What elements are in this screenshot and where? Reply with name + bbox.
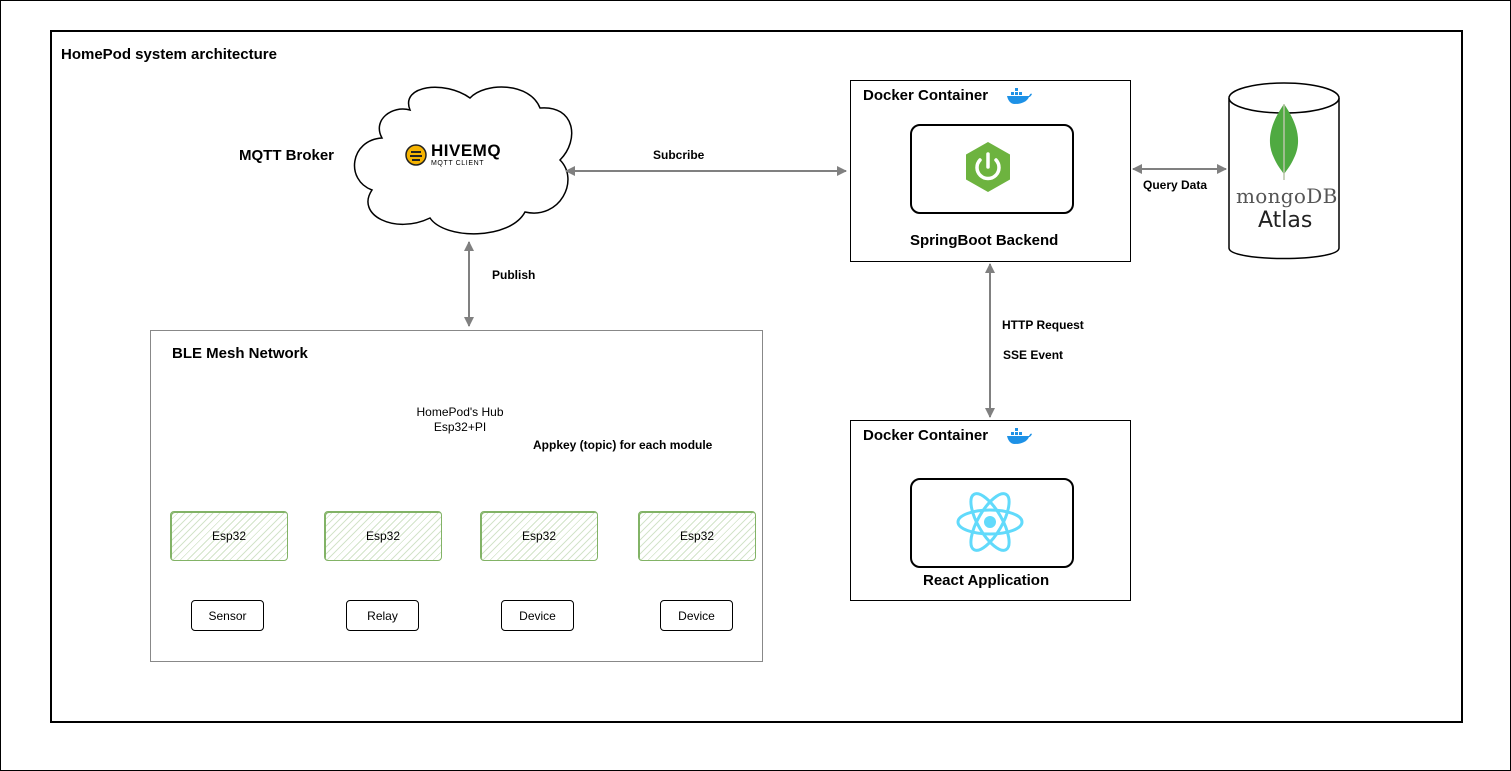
react-app-label: React Application [923,572,1050,589]
hivemq-logo: HIVEMQ MQTT CLIENT [405,142,501,167]
esp32-node: Esp32 [324,511,442,561]
mqtt-broker-label: MQTT Broker [239,147,335,164]
architecture-frame [50,30,1463,723]
sensor-node: Sensor [191,600,264,631]
spring-power-icon [966,142,1010,192]
springboot-label: SpringBoot Backend [910,232,1059,249]
hivemq-subtitle: MQTT CLIENT [431,160,485,167]
hub-label: HomePod's Hub Esp32+PI [412,405,508,435]
esp32-node: Esp32 [170,511,288,561]
device-node: Device [660,600,733,631]
appkey-note: Appkey (topic) for each module [533,438,713,452]
atlas-wordmark: Atlas [1258,208,1313,233]
hivemq-wordmark: HIVEMQ [431,141,502,160]
mongodb-wordmark: mongoDB [1236,184,1338,208]
react-atom-icon [956,492,1024,552]
esp32-node: Esp32 [638,511,756,561]
docker-whale-icon [1007,428,1032,444]
ble-mesh-title: BLE Mesh Network [172,345,308,362]
frontend-container-label: Docker Container [863,427,989,444]
hivemq-logo-icon [405,143,427,166]
subscribe-label: Subcribe [653,148,705,162]
backend-container-label: Docker Container [863,87,989,104]
diagram-title: HomePod system architecture [61,46,277,63]
publish-label: Publish [492,268,536,282]
docker-whale-icon [1007,88,1032,104]
mqtt-cloud-shape [353,86,573,235]
mongodb-leaf-icon [1269,104,1299,180]
relay-node: Relay [346,600,419,631]
device-node: Device [501,600,574,631]
http-request-label: HTTP Request [1002,318,1084,332]
sse-event-label: SSE Event [1003,348,1064,362]
hub-label-line1: HomePod's Hub [416,405,504,419]
esp32-node: Esp32 [480,511,598,561]
hub-label-line2: Esp32+PI [433,420,487,434]
query-data-label: Query Data [1143,178,1208,192]
